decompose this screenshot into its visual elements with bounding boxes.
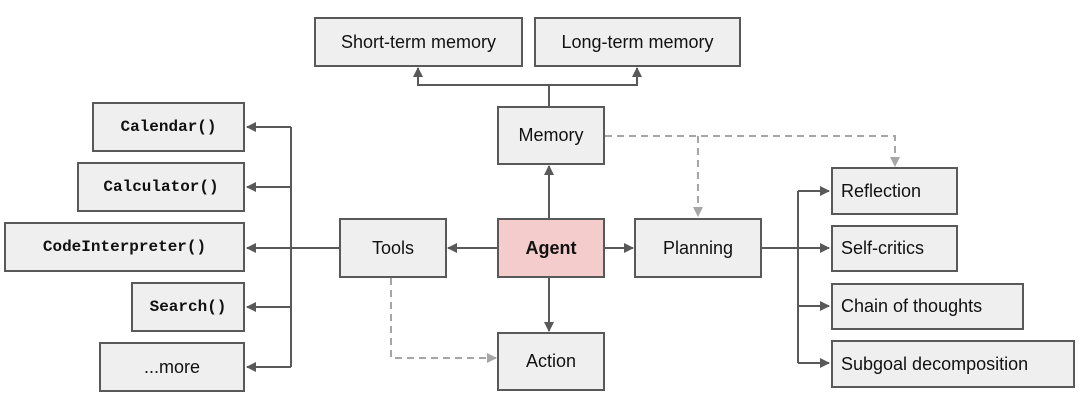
connector-memory-up	[413, 67, 550, 106]
connector-tools-action-dashed	[390, 278, 497, 363]
planning-node: Planning	[634, 218, 762, 278]
connector-planning-bus	[762, 191, 799, 363]
tool-calculator: Calculator()	[77, 162, 245, 212]
tool-code-interpreter: CodeInterpreter()	[4, 222, 245, 272]
connector-tools-bus	[290, 127, 339, 367]
plan-self-critics: Self-critics	[831, 225, 958, 272]
connector-memory-reflection-dashed	[605, 135, 900, 167]
action-node: Action	[497, 332, 605, 391]
memory-node: Memory	[497, 106, 605, 165]
connector-memory-long	[549, 67, 642, 86]
tool-more: ...more	[99, 342, 245, 392]
plan-chain-of-thoughts: Chain of thoughts	[831, 283, 1024, 330]
agent-node: Agent	[497, 218, 605, 278]
tools-node: Tools	[339, 218, 447, 278]
plan-subgoal-decomposition: Subgoal decomposition	[831, 340, 1075, 388]
plan-reflection: Reflection	[831, 167, 958, 215]
tool-search: Search()	[131, 282, 245, 332]
long-term-memory-node: Long-term memory	[534, 17, 741, 67]
short-term-memory-node: Short-term memory	[314, 17, 523, 67]
tool-calendar: Calendar()	[92, 102, 245, 152]
